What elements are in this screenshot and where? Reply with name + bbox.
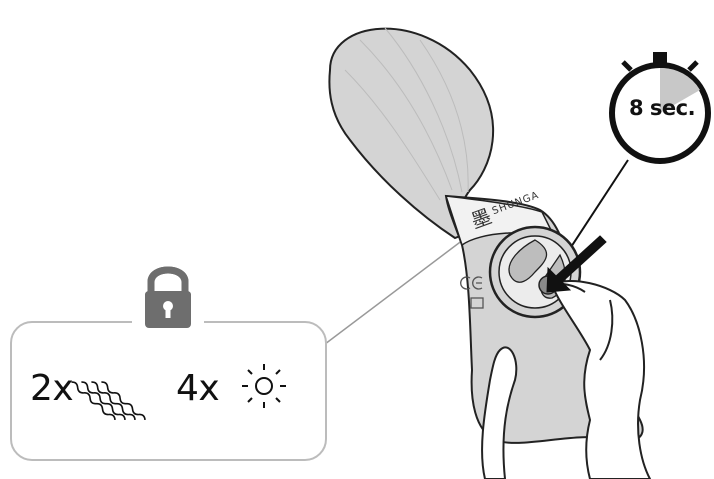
light-count: 4x (176, 371, 219, 407)
brand-logo-icon: 墨 SHUNGA (468, 190, 541, 233)
vibration-icon (71, 373, 146, 428)
lock-icon (145, 270, 191, 328)
timer-label: 8 sec. (622, 96, 702, 120)
svg-text:SHUNGA: SHUNGA (491, 190, 541, 217)
vibration-count: 2x (30, 371, 73, 407)
light-icon (242, 364, 286, 408)
